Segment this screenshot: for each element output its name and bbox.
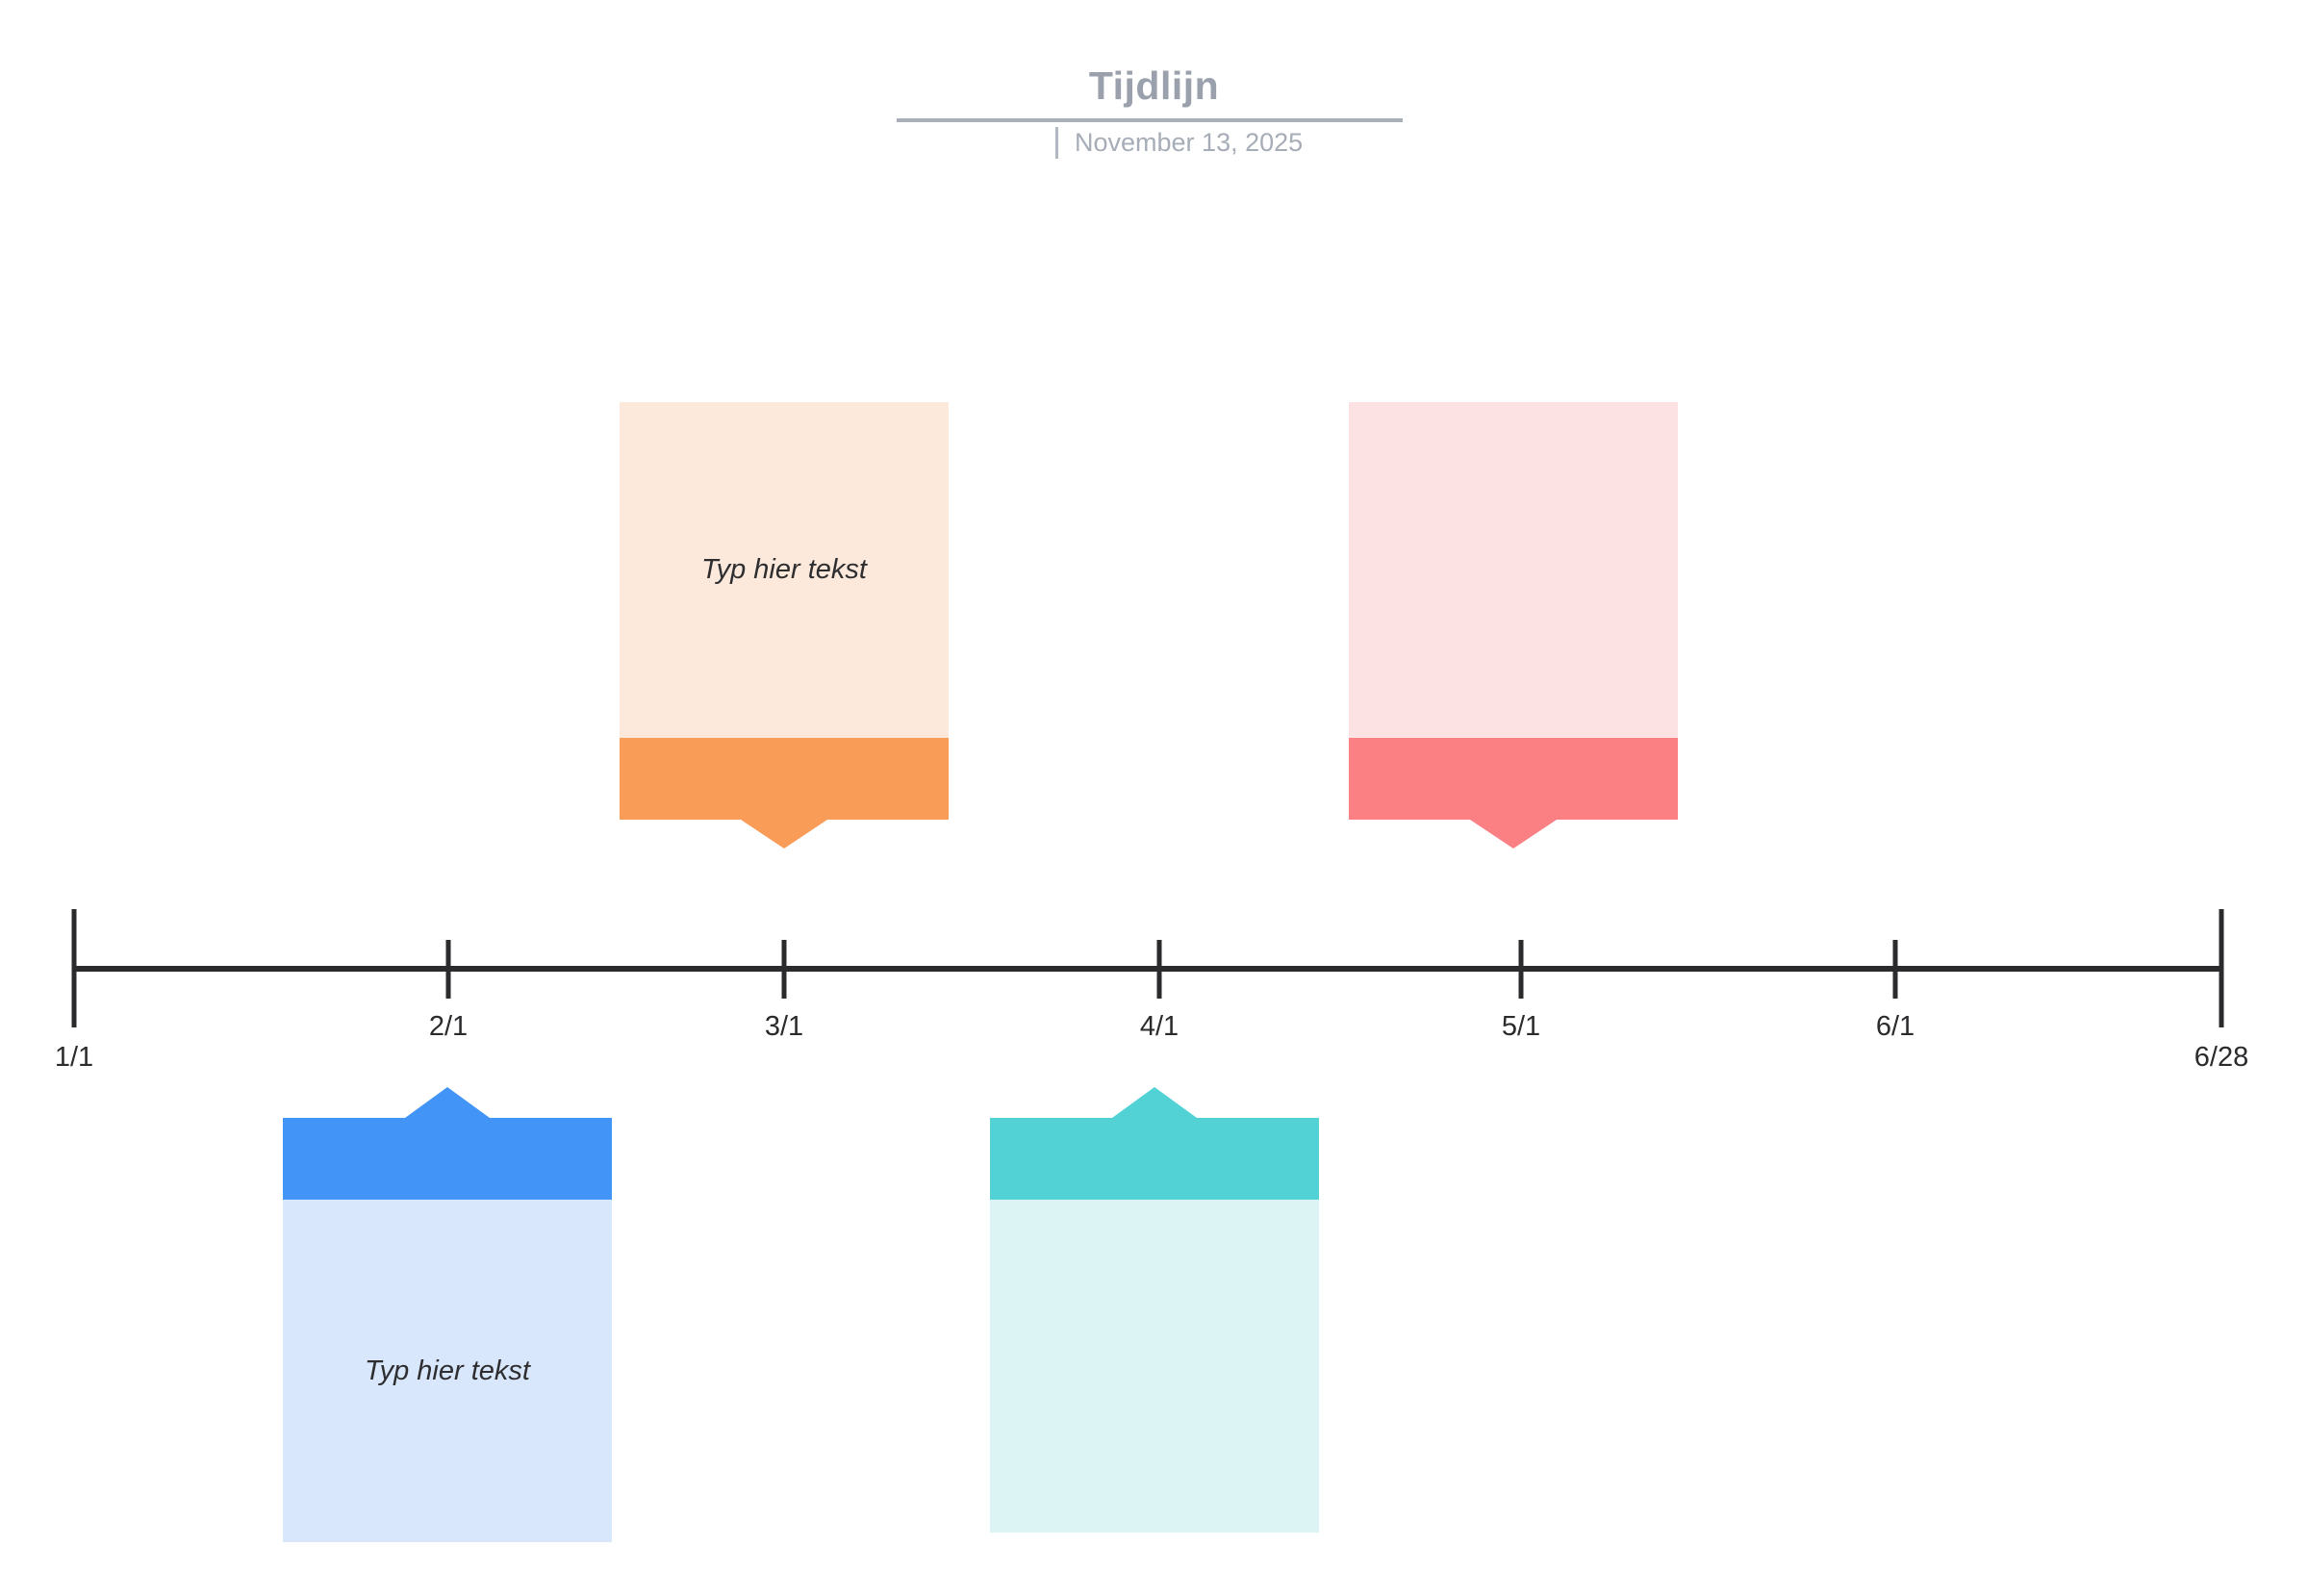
event-accent-strip (1349, 738, 1678, 820)
page-title[interactable]: Tijdlijn (1088, 63, 1220, 108)
event-arrow-down (1470, 820, 1557, 849)
event-arrow-up (405, 1087, 490, 1118)
date-divider-bar (1055, 126, 1058, 159)
event-arrow-down (741, 820, 827, 849)
event-text[interactable]: Typ hier tekst (365, 1355, 530, 1386)
tick-label-4-1: 4/1 (1139, 1011, 1179, 1042)
tick-6-28 (2219, 909, 2224, 1027)
tick-3-1 (781, 940, 787, 999)
event-accent-strip (283, 1118, 612, 1200)
tick-1-1 (71, 909, 77, 1027)
event-arrow-up (1112, 1087, 1197, 1118)
event-accent-strip (990, 1118, 1319, 1200)
event-card-blue[interactable]: Typ hier tekst (283, 1087, 612, 1542)
tick-label-6-1: 6/1 (1875, 1011, 1915, 1042)
tick-label-1-1: 1/1 (54, 1042, 94, 1073)
timeline-axis (74, 966, 2221, 972)
tick-label-3-1: 3/1 (764, 1011, 804, 1042)
event-card-pink[interactable] (1349, 402, 1678, 849)
tick-label-6-28: 6/28 (2194, 1042, 2249, 1073)
event-accent-strip (620, 738, 949, 820)
event-card-fill: Typ hier tekst (620, 402, 949, 738)
event-card-fill: Typ hier tekst (283, 1200, 612, 1542)
event-text[interactable]: Typ hier tekst (701, 554, 867, 585)
timeline-date[interactable]: November 13, 2025 (1075, 127, 1304, 157)
tick-4-1 (1156, 940, 1162, 999)
tick-label-2-1: 2/1 (428, 1011, 469, 1042)
event-card-orange[interactable]: Typ hier tekst (620, 402, 949, 849)
event-card-fill (1349, 402, 1678, 738)
tick-label-5-1: 5/1 (1501, 1011, 1541, 1042)
title-underline (897, 118, 1403, 122)
tick-6-1 (1892, 940, 1898, 999)
tick-2-1 (445, 940, 451, 999)
event-card-teal[interactable] (990, 1087, 1319, 1533)
event-card-fill (990, 1200, 1319, 1533)
tick-5-1 (1518, 940, 1524, 999)
date-row: November 13, 2025 (1055, 125, 1303, 160)
